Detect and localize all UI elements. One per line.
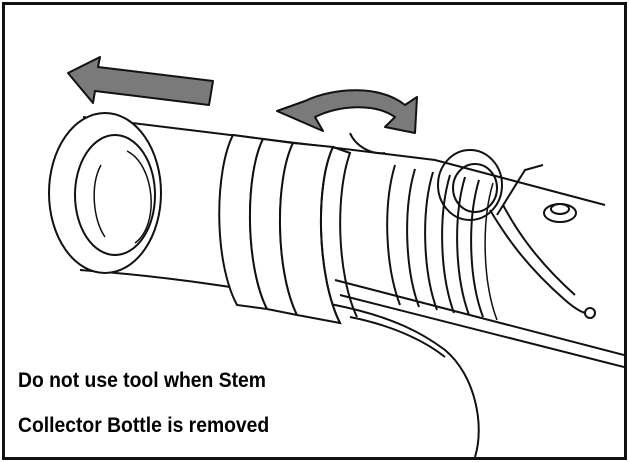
rotate-arrow-icon [276, 89, 418, 155]
small-nut [543, 203, 596, 319]
threaded-section [386, 164, 498, 321]
collar-rings [218, 133, 358, 325]
collector-bottle-cap [48, 112, 162, 274]
warning-caption-line-2: Collector Bottle is removed [18, 414, 270, 437]
tool-illustration [48, 56, 624, 457]
warning-caption-line-1: Do not use tool when Stem [18, 369, 266, 392]
arrow-left-icon [67, 56, 214, 106]
tool-barrel [79, 116, 624, 457]
